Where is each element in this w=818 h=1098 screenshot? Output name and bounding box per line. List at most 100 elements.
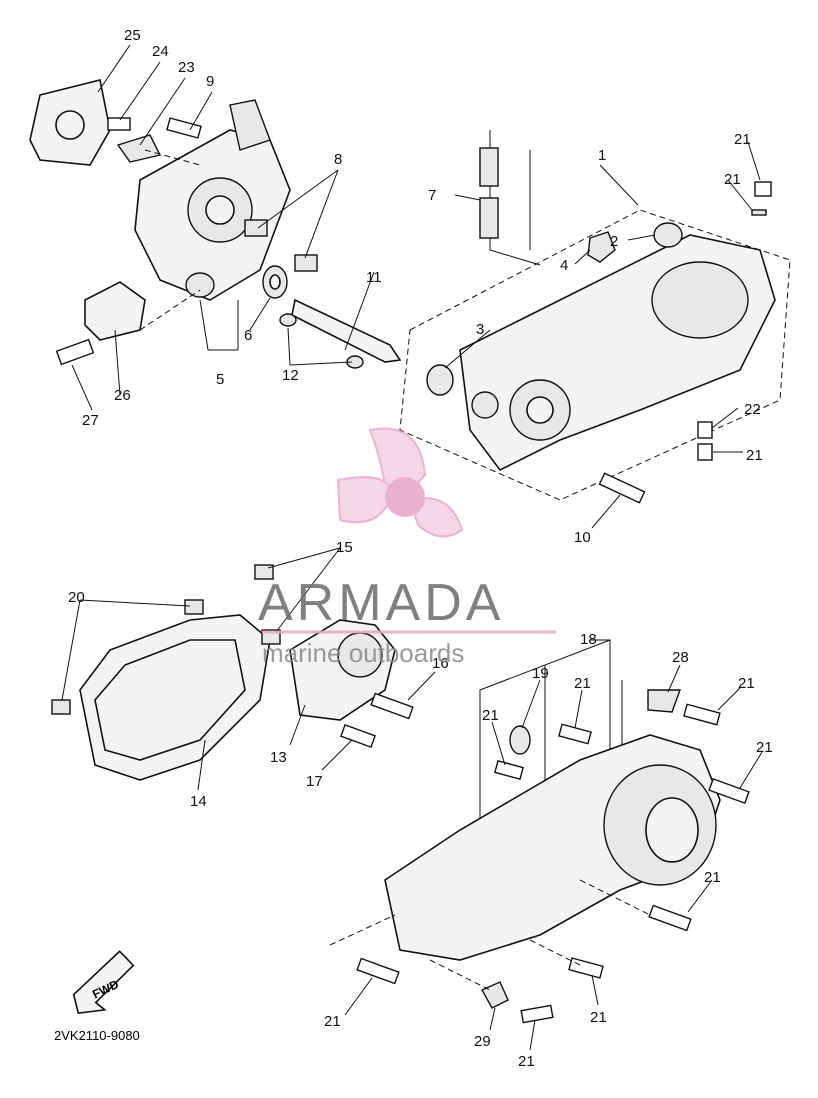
- callout-22: 21: [324, 1013, 341, 1030]
- callout-30: 25: [124, 27, 141, 44]
- cap-19: [509, 725, 531, 755]
- callout-28: 23: [178, 59, 195, 76]
- leader-27: [711, 407, 739, 429]
- leader-30: [97, 44, 131, 93]
- callout-26: 21: [746, 447, 763, 464]
- callout-27: 22: [744, 401, 761, 418]
- callout-32: 27: [82, 412, 99, 429]
- oil-seal-6-inner: [269, 274, 281, 290]
- callout-6: 6: [244, 327, 252, 344]
- leader-10: [591, 494, 621, 529]
- leader-4: [574, 249, 591, 265]
- leader-32: [71, 364, 93, 411]
- leader-21-d: [739, 751, 763, 789]
- dashline-22: [329, 914, 396, 946]
- crankcase-bracket: [229, 99, 271, 151]
- leader-2: [627, 234, 656, 241]
- callout-numbers: 25 24 23 9 8 1 2 4 7 3 21 21 22 21 10 11…: [68, 27, 773, 1070]
- dashline-23: [579, 879, 651, 916]
- dashline-34: [429, 959, 491, 991]
- leader-3: [444, 329, 491, 369]
- callout-21-f: 21: [518, 1053, 535, 1070]
- leader-21-c: [491, 721, 506, 766]
- bolt-23: [648, 904, 692, 932]
- clip-12a: [279, 313, 297, 327]
- callout-11: 11: [366, 269, 382, 286]
- callout-31: 26: [114, 387, 131, 404]
- dowel-20a: [184, 599, 204, 615]
- leader-lines: [61, 44, 763, 1051]
- cover-dome-center: [645, 797, 699, 863]
- callout-21-a: 21: [738, 675, 755, 692]
- washer-25: [751, 209, 767, 216]
- bolt-21-f: [520, 1004, 554, 1024]
- leader-21-f: [529, 1019, 536, 1051]
- leader-24: [747, 141, 761, 181]
- plug-26: [697, 443, 713, 461]
- callout-19: 19: [532, 665, 549, 682]
- callout-7: 7: [428, 187, 436, 204]
- crankcase-main-bore-inner: [526, 396, 554, 424]
- leader-21-e: [591, 974, 599, 1006]
- clip-33: [647, 689, 681, 713]
- leader-33: [667, 664, 681, 693]
- bolt-10: [598, 472, 646, 504]
- leader-19: [521, 679, 541, 729]
- callout-13: 13: [270, 749, 287, 766]
- propeller-blade-right-icon: [408, 497, 464, 538]
- propeller-hub-icon: [385, 477, 425, 517]
- dowel-20b: [51, 699, 71, 715]
- leader-14: [197, 739, 206, 791]
- bolt-21-c: [494, 759, 524, 781]
- leader-28: [139, 77, 186, 146]
- callout-24: 21: [734, 131, 751, 148]
- callout-29: 24: [152, 43, 169, 60]
- bearing-5: [185, 272, 215, 298]
- fwd-indicator: FWD: [72, 950, 135, 1014]
- callout-8: 8: [334, 151, 342, 168]
- callout-12: 12: [282, 367, 299, 384]
- diagram-code: 2VK2110-9080: [54, 1028, 140, 1043]
- callout-16: 16: [432, 655, 449, 672]
- callout-34: 29: [474, 1033, 491, 1050]
- bolt-29: [107, 117, 131, 131]
- bolt-17: [340, 723, 376, 749]
- fwd-arrow-icon: [72, 950, 135, 1014]
- leader-7: [454, 194, 481, 201]
- dowel-8b: [294, 254, 318, 272]
- left-crankcase-group: [29, 79, 402, 369]
- clip-34: [481, 981, 509, 1009]
- callout-1: 1: [598, 147, 606, 164]
- leader-21-a: [717, 687, 741, 711]
- callout-5: 5: [216, 371, 224, 388]
- crankcase-clutch-housing: [651, 261, 749, 339]
- right-crankcase-group: [399, 130, 791, 504]
- callout-15: 15: [336, 539, 353, 556]
- leader-22: [344, 977, 373, 1016]
- leader-23: [687, 879, 713, 913]
- leader-25: [727, 179, 753, 211]
- callout-10: 10: [574, 529, 591, 546]
- clip-28: [116, 134, 162, 163]
- propeller-blade-left-icon: [336, 476, 394, 524]
- shaft-11: [291, 298, 402, 363]
- leader-11: [344, 271, 375, 351]
- leader-29: [119, 61, 161, 121]
- crankcase-bore-inner: [205, 195, 235, 225]
- bolt-21-d: [708, 777, 750, 805]
- callout-21-d: 21: [756, 739, 773, 756]
- callout-20: 20: [68, 589, 85, 606]
- watermark-tagline: marine outboards: [262, 638, 464, 668]
- bolt-9: [166, 117, 202, 139]
- gasket-14-inner: [94, 639, 246, 761]
- bolt-22: [356, 957, 400, 985]
- callout-2: 2: [610, 233, 618, 250]
- leader-17: [321, 739, 353, 771]
- watermark-brand: ARMADA: [258, 574, 504, 632]
- bolt-21-b: [558, 723, 592, 745]
- leader-34: [489, 1007, 496, 1031]
- leader-8: [257, 169, 339, 259]
- callout-21-c: 21: [482, 707, 499, 724]
